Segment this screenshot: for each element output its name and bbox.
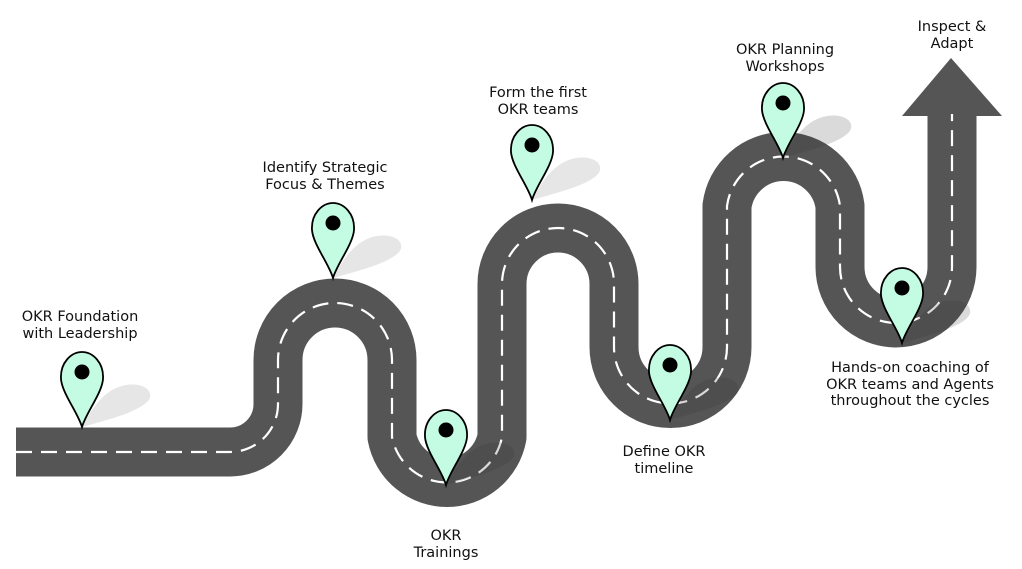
pin-dot — [325, 215, 341, 231]
road-body — [16, 112, 977, 507]
map-pin-icon — [510, 124, 601, 204]
pin-body — [311, 202, 355, 282]
milestone-label-line: Form the first — [489, 85, 587, 101]
milestone-label-line: OKR — [430, 528, 462, 544]
map-pin-icon — [880, 267, 971, 347]
milestone-label-line: OKR teams — [497, 101, 579, 118]
milestone-label-line: throughout the cycles — [830, 393, 990, 409]
pin-dot — [524, 137, 540, 153]
map-pin-icon — [648, 344, 739, 424]
milestone-label-line: OKR Planning — [735, 42, 835, 58]
pin-body — [510, 124, 554, 204]
arrow-up-icon — [902, 58, 1002, 116]
pin-shadow — [532, 157, 601, 200]
pin-body — [424, 409, 468, 489]
pin-dot — [775, 95, 791, 111]
pin-body — [648, 344, 692, 424]
pin-shadow — [783, 115, 852, 158]
map-pin-icon — [311, 202, 402, 282]
milestone-label-line: with Leadership — [22, 325, 138, 342]
pin-shadow — [82, 384, 151, 427]
pin-dot — [894, 280, 910, 296]
pin-shadow — [333, 235, 402, 278]
pin-body — [60, 351, 104, 431]
pin-shadow — [902, 300, 971, 343]
milestone-label-line: Define OKR — [622, 444, 706, 460]
milestone-pins — [60, 82, 971, 489]
pin-dot — [438, 422, 454, 438]
pin-shadow — [446, 442, 515, 485]
map-pin-icon — [424, 409, 515, 489]
milestone-label-inspect-adapt: Inspect &Adapt — [918, 19, 987, 52]
milestone-label-line: Focus & Themes — [265, 176, 385, 193]
pin-body — [880, 267, 924, 347]
pin-body — [761, 82, 805, 162]
milestone-label-line: OKR teams and Agents — [826, 376, 994, 393]
milestone-label-line: Adapt — [930, 35, 974, 52]
road — [16, 58, 1002, 507]
milestone-label-line: Hands-on coaching of — [831, 360, 989, 376]
map-pin-icon — [761, 82, 852, 162]
map-pin-icon — [60, 351, 151, 431]
pin-shadow — [670, 377, 739, 420]
pin-dot — [662, 357, 678, 373]
milestone-label-line: timeline — [634, 460, 694, 477]
milestone-label-line: Trainings — [413, 544, 479, 561]
milestone-label-line: Inspect & — [917, 19, 987, 35]
pin-dot — [74, 364, 90, 380]
milestone-label-line: Identify Strategic — [262, 160, 388, 176]
lane-markings — [16, 114, 954, 484]
milestone-label-line: Workshops — [745, 58, 825, 75]
milestone-label-line: OKR Foundation — [21, 309, 139, 325]
